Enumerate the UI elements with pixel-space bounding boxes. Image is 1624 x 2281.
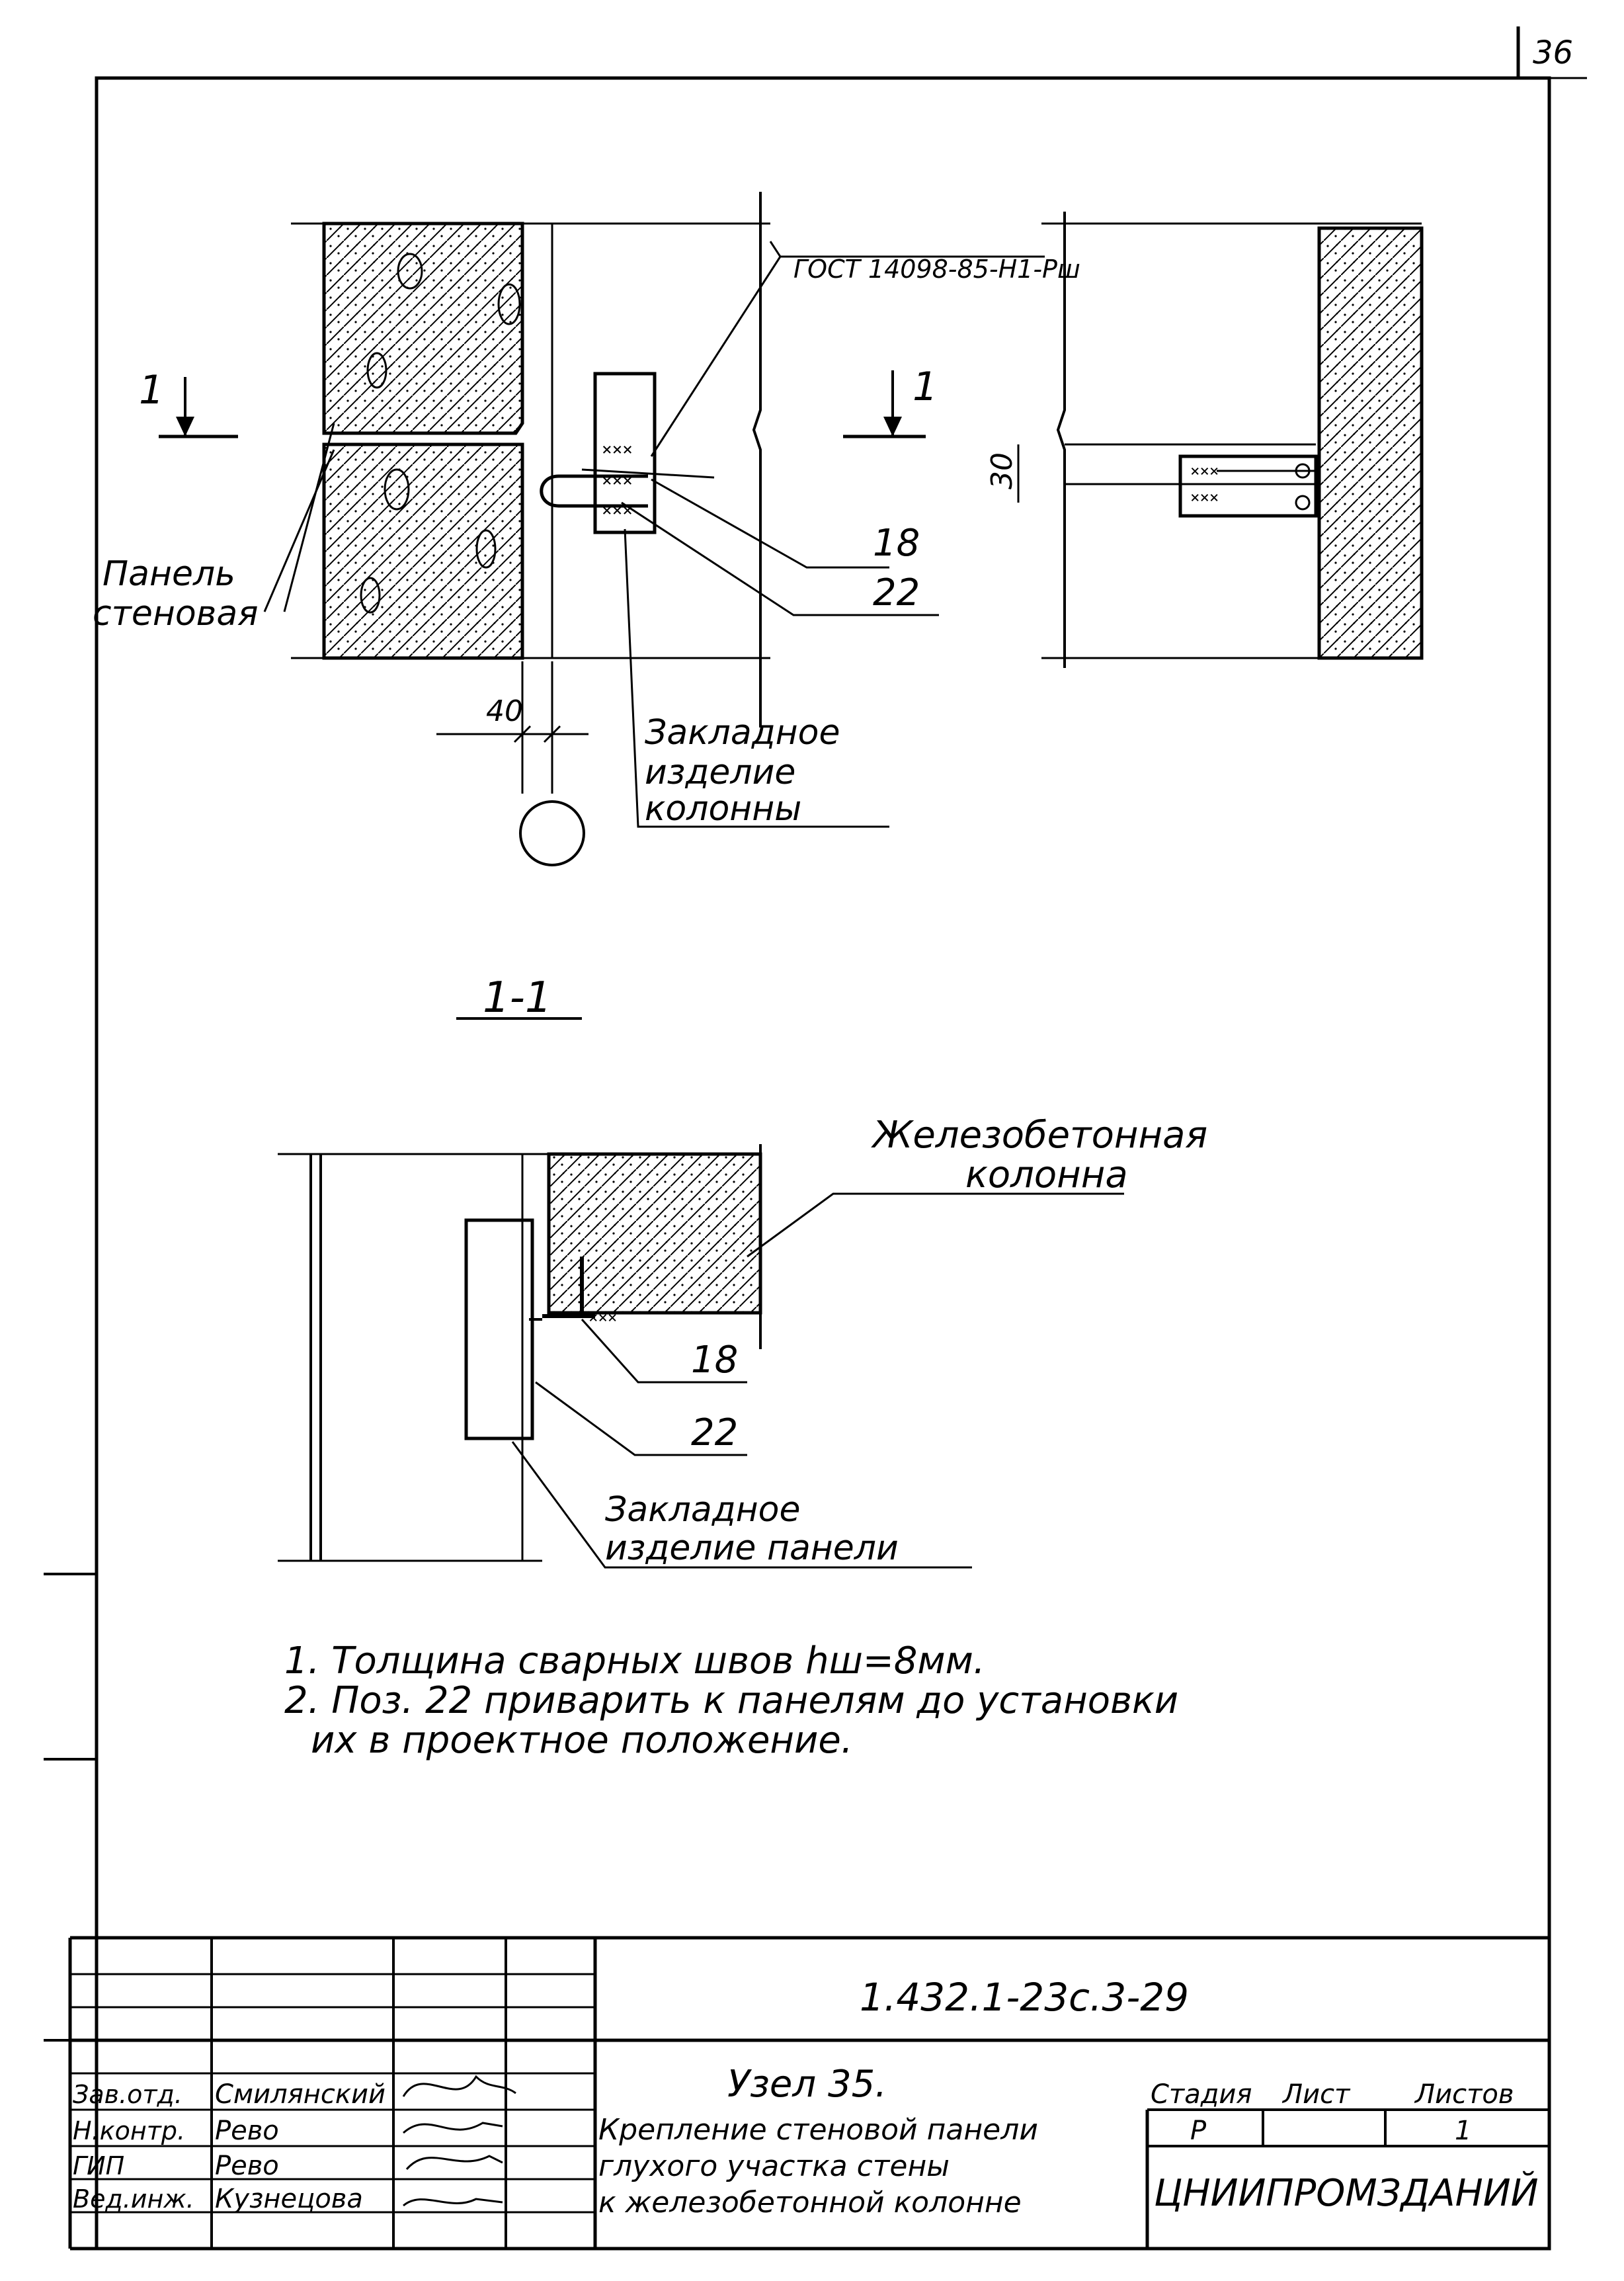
wall-panel-upper: [322, 222, 524, 435]
wall-panel-lower: [322, 442, 524, 660]
sheets-value: 1: [1455, 2116, 1471, 2146]
section-1-1: ×××: [278, 1017, 1124, 1569]
svg-text:×××: ×××: [1190, 488, 1219, 507]
section-mark-right: 1: [913, 364, 938, 410]
pos-22-section: 22: [691, 1411, 738, 1454]
note-2: 2. Поз. 22 приварить к панелям до устано…: [284, 1679, 1178, 1722]
elevation-plate: [1178, 454, 1318, 518]
column-label-line2: колонна: [965, 1153, 1128, 1196]
section-mark-left: 1: [139, 367, 164, 413]
dim-30: 30: [985, 452, 1019, 489]
title-block: [68, 1936, 1549, 2251]
embedded-panel-line2: изделие панели: [605, 1528, 899, 1568]
dim-40: 40: [486, 694, 523, 728]
gost-label: ГОСТ 14098-85-Н1-Рш: [793, 255, 1080, 284]
node-desc-line3: к железобетонной колонне: [598, 2186, 1022, 2219]
signature-2: [403, 2122, 503, 2134]
weld-marks: ×××: [602, 440, 633, 460]
pos-22-plan: 22: [873, 571, 920, 614]
sign-role-3: ГИП: [73, 2151, 124, 2180]
stage-label: Стадия: [1151, 2079, 1252, 2110]
svg-text:×××: ×××: [602, 471, 633, 491]
rod-section: [542, 1257, 595, 1318]
panel-label-line1: Панель: [102, 554, 235, 594]
svg-text:×××: ×××: [1190, 462, 1219, 480]
note-1: 1. Толщина сварных швов hш=8мм.: [284, 1639, 985, 1682]
note-3: их в проектное положение.: [311, 1719, 853, 1762]
panel-label-line2: стеновая: [93, 594, 258, 634]
sign-name-3: Рево: [215, 2151, 279, 2181]
sign-role-4: Вед.инж.: [73, 2184, 194, 2214]
node-desc-line2: глухого участка стены: [598, 2149, 950, 2183]
embedded-column-line1: Закладное: [645, 713, 840, 753]
signature-3: [405, 2155, 503, 2170]
sign-name-4: Кузнецова: [215, 2184, 363, 2214]
sign-name-1: Смилянский: [215, 2079, 386, 2110]
doc-code: 1.432.1-23с.3-29: [860, 1975, 1189, 2020]
sheet-number: 36: [1533, 34, 1573, 71]
stage-value: Р: [1190, 2116, 1207, 2146]
sheet-label: Лист: [1281, 2079, 1351, 2110]
node-title: Узел 35.: [727, 2063, 887, 2106]
column-elevation-hatch: [1317, 226, 1424, 660]
signature-1: [402, 2075, 516, 2097]
elevation-view: ××× ×××: [1017, 212, 1424, 668]
embedded-column-line2: изделие: [645, 753, 795, 792]
signature-4: [403, 2198, 503, 2207]
pos-18-section: 18: [691, 1339, 738, 1382]
sign-role-1: Зав.отд.: [73, 2080, 183, 2109]
sign-name-2: Рево: [215, 2116, 279, 2146]
plan-view: ××× ××× ×××: [159, 192, 1045, 866]
column-axis-marker: [519, 800, 585, 866]
section-title: 1-1: [483, 974, 552, 1022]
rod-pos-18: [540, 474, 648, 508]
svg-text:×××: ×××: [602, 501, 633, 520]
aggregate-marks: [360, 253, 521, 614]
sign-role-2: Н.контр.: [73, 2116, 185, 2145]
node-desc-line1: Крепление стеновой панели: [598, 2113, 1038, 2147]
embedded-panel-line1: Закладное: [605, 1490, 800, 1530]
pos-18-plan: 18: [873, 522, 920, 565]
embedded-column-line3: колонны: [645, 789, 801, 829]
svg-text:×××: ×××: [589, 1308, 617, 1327]
organization: ЦНИИПРОМЗДАНИЙ: [1154, 2172, 1539, 2215]
sheets-label: Листов: [1414, 2079, 1514, 2110]
column-label-line1: Железобетонная: [871, 1114, 1207, 1157]
